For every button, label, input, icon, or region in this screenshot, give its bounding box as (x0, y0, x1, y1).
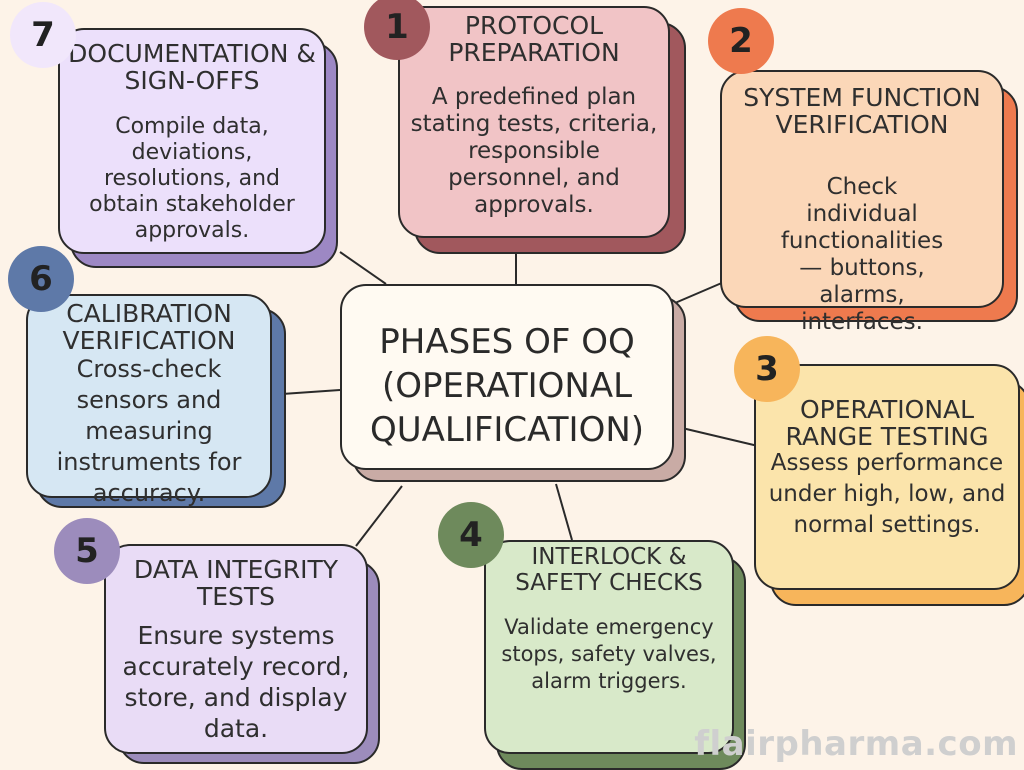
phase-body-4: Validate emergency stops, safety valves,… (501, 615, 717, 693)
phase-badge-7: 7 (10, 2, 76, 68)
phase-title-5: DATA INTEGRITY TESTS (133, 555, 339, 611)
phase-title-4: INTERLOCK & SAFETY CHECKS (515, 544, 703, 596)
connector-4 (555, 483, 573, 541)
phase-badge-3: 3 (734, 336, 800, 402)
phase-badge-6: 6 (8, 246, 74, 312)
phase-title-1: PROTOCOL PREPARATION (448, 11, 620, 67)
phase-body-2: Check individual functionalities— button… (780, 174, 944, 335)
phase-body-6: Cross-check sensors and measuring instru… (56, 355, 242, 507)
phase-title-6: CALIBRATION VERIFICATION (62, 299, 236, 355)
phase-card-1-face: PROTOCOL PREPARATION A predefined plan s… (398, 6, 670, 238)
phase-title-3: OPERATIONAL RANGE TESTING (785, 395, 989, 451)
phase-title-7: DOCUMENTATION & SIGN-OFFS (68, 39, 316, 95)
phase-badge-5: 5 (54, 518, 120, 584)
phase-body-5: Ensure systems accurately record, store,… (122, 621, 350, 743)
connector-5 (355, 485, 403, 547)
center-title: PHASES OF OQ (OPERATIONAL QUALIFICATION) (369, 322, 645, 450)
phase-body-1: A predefined plan stating tests, criteri… (410, 84, 658, 218)
brand-watermark: flairpharma.com (694, 724, 1018, 764)
phase-badge-2: 2 (708, 8, 774, 74)
connector-6 (281, 389, 341, 395)
connector-7 (339, 251, 387, 285)
connector-3 (681, 427, 759, 447)
phase-body-7: Compile data, deviations, resolutions, a… (89, 114, 295, 243)
phase-badge-4: 4 (438, 502, 504, 568)
phase-badge-1: 1 (364, 0, 430, 60)
phase-title-2: SYSTEM FUNCTION VERIFICATION (743, 83, 981, 139)
phase-body-3: Assess performance under high, low, and … (768, 450, 1006, 538)
